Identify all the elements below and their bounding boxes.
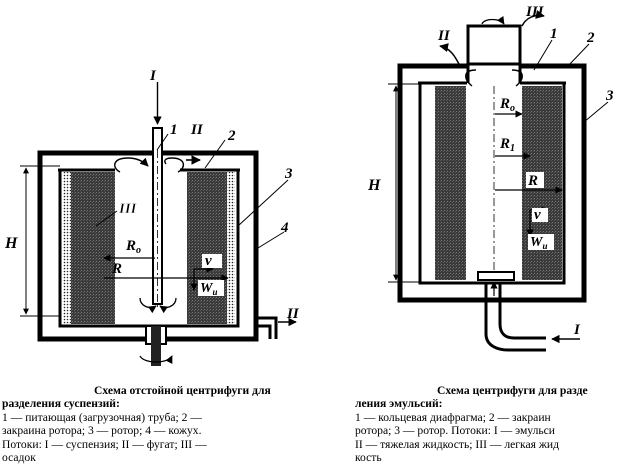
label-sediment: III (118, 201, 138, 217)
liquid-left (435, 86, 466, 280)
label-outlet-fugate: II (286, 306, 300, 322)
label-r1: R1 (499, 136, 515, 154)
label-emulsion-inlet: I (573, 322, 581, 338)
centrifuge-diagrams: I 1 II 2 3 4 III H Ro R v Wu II (4, 4, 614, 366)
caption-line1: 1 — кольцевая диафрагма; 2 — закраин (355, 410, 551, 424)
caption-line4: осадок (2, 451, 36, 465)
caption-line1: 1 — питающая (загрузочная) труба; 2 — (2, 410, 202, 424)
label-casing: 4 (280, 220, 289, 236)
label-heavy-liquid: II (437, 28, 451, 44)
outlet-pipe (256, 316, 278, 339)
emulsion-centrifuge: II III 1 2 3 H Ro R1 R v Wu I (367, 4, 614, 352)
label-rotor: 3 (284, 166, 293, 182)
label-feed-pipe: 1 (170, 122, 178, 138)
sediment-left (63, 172, 71, 324)
sediment-right (227, 172, 235, 324)
label-fugate: II (190, 122, 204, 138)
caption-title-line1: Схема отстойной центрифуги для (94, 384, 271, 397)
label-v: v (205, 253, 212, 269)
label-r: R (527, 173, 538, 189)
caption-line2: ротора; 3 — ротор. Потоки: I — эмульси (355, 424, 556, 438)
liquid-right (187, 172, 227, 324)
caption-settling-centrifuge: Схема отстойной центрифуги для разделени… (2, 384, 327, 464)
label-w: Wu (530, 235, 547, 251)
label-r0: Ro (499, 96, 515, 114)
caption-line4: кость (355, 451, 382, 465)
caption-title-line2: ления эмульсий: (355, 397, 443, 411)
label-r: R (111, 261, 122, 277)
caption-line3: II — тяжелая жидкость; III — легкая жид (355, 437, 559, 451)
label-stream-suspension: I (149, 68, 157, 84)
label-diaphragm: 1 (550, 26, 558, 42)
inlet-pipe (484, 283, 546, 352)
caption-title-line1: Схема центрифуги для разде (437, 384, 588, 397)
heavy-layer-left (423, 86, 435, 280)
label-w: Wu (200, 281, 217, 297)
label-r0: Ro (125, 238, 141, 256)
caption-emulsion-centrifuge: Схема центрифуги для разде ления эмульси… (355, 384, 631, 464)
caption-line2: закраина ротора; 3 — ротор; 4 — кожух. (2, 424, 202, 438)
liquid-left (71, 172, 115, 324)
caption-line3: Потоки: I — суспензия; II — фугат; III — (2, 437, 207, 451)
label-light-liquid: III (525, 4, 545, 20)
label-rotor-rim: 2 (586, 30, 595, 46)
neck (466, 24, 522, 83)
label-rotor-rim: 2 (227, 128, 236, 144)
label-height: H (4, 235, 18, 252)
label-v: v (534, 207, 541, 223)
label-height: H (367, 177, 381, 194)
label-rotor: 3 (605, 88, 614, 104)
settling-centrifuge: I 1 II 2 3 4 III H Ro R v Wu II (4, 68, 300, 366)
caption-title-line2: разделения суспензий: (2, 397, 120, 411)
